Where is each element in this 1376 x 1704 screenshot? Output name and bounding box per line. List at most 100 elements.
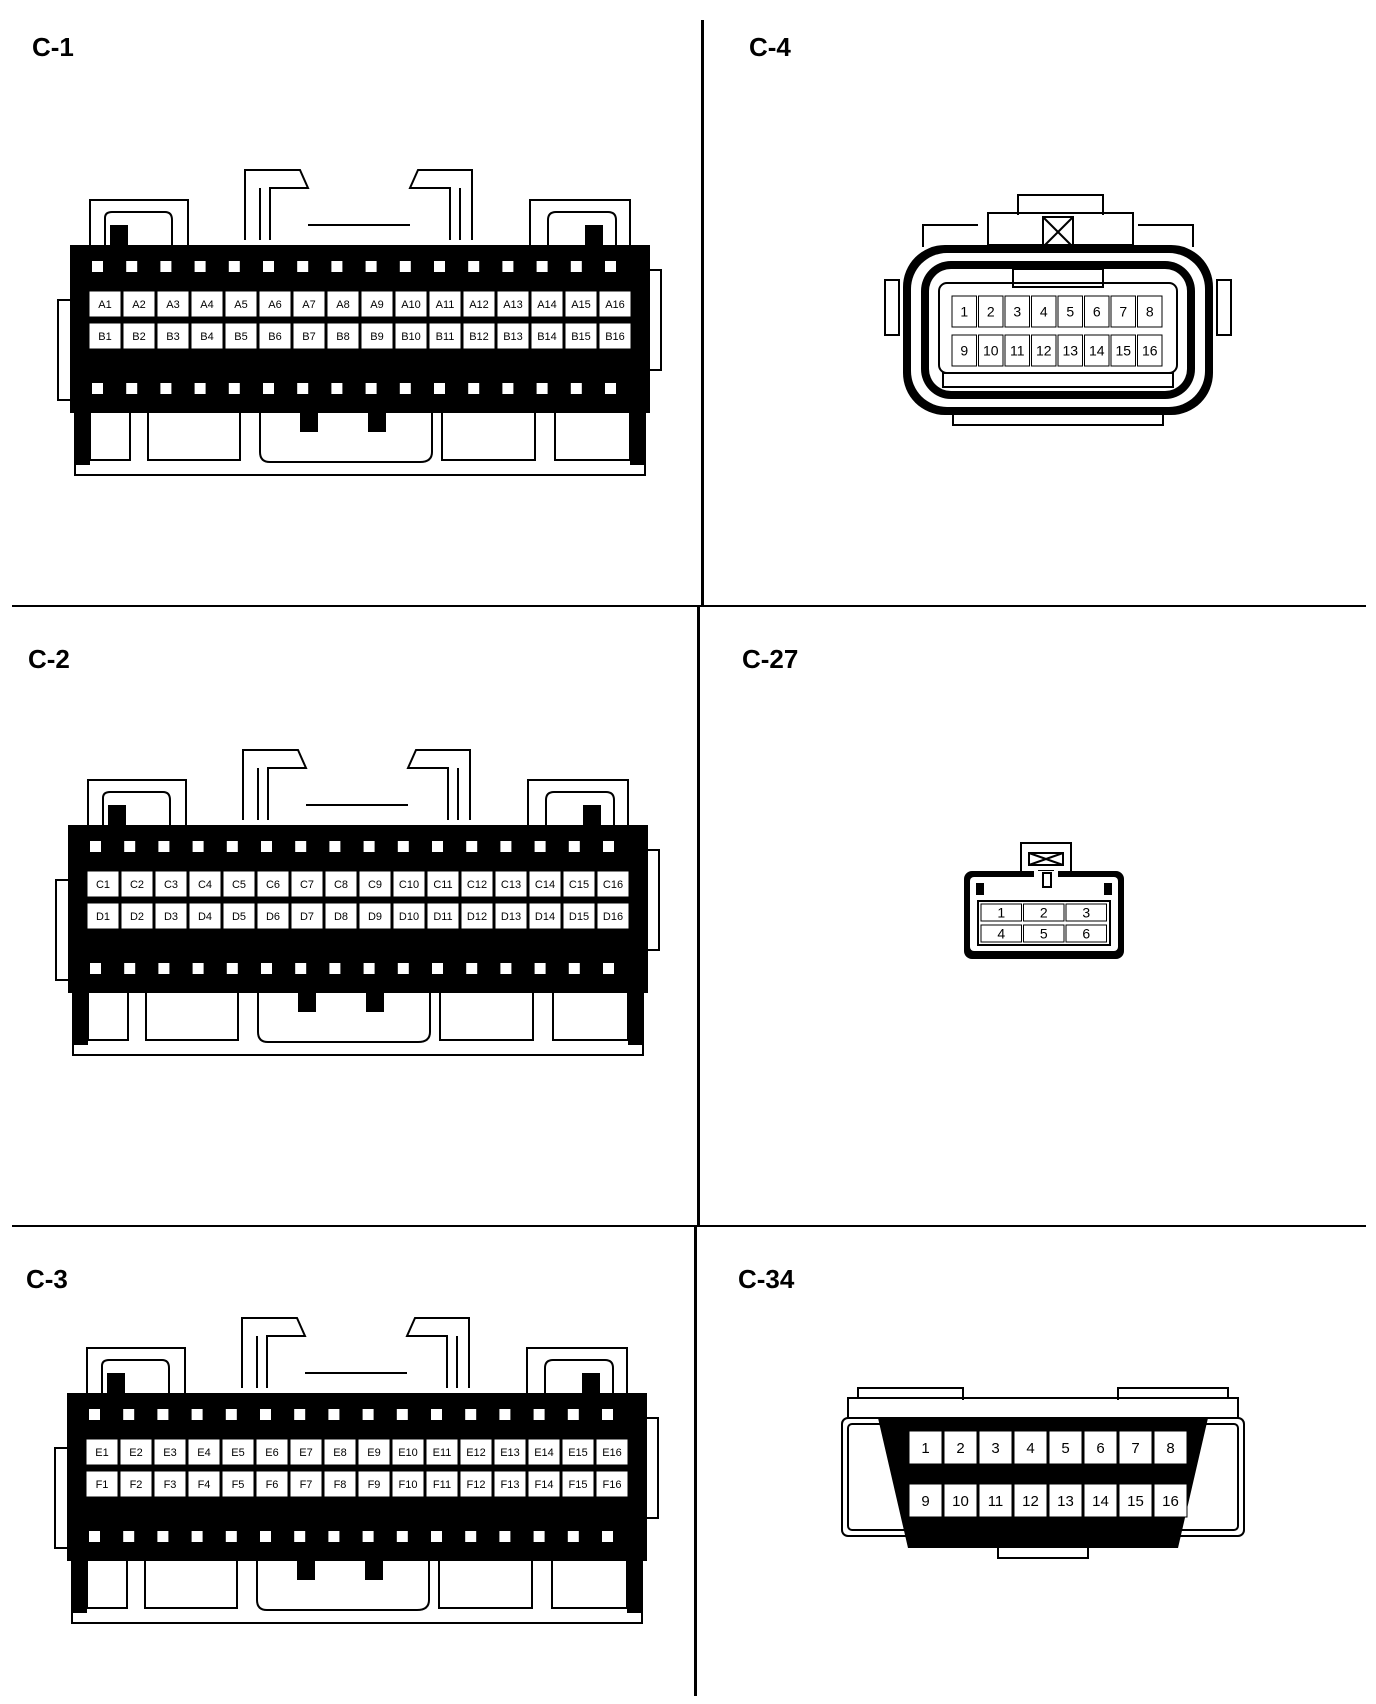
- pin-label: C9: [368, 879, 382, 891]
- connector-outline: [110, 225, 128, 247]
- pin-cell: [460, 902, 494, 930]
- horizontal-divider-bottom: [12, 1225, 1366, 1227]
- terminal-marker: [329, 963, 341, 974]
- connector-outline: [529, 199, 631, 245]
- pin-label: 2: [1040, 905, 1048, 921]
- pin-label: E11: [433, 1447, 452, 1459]
- connector-title: C-27: [742, 644, 799, 674]
- pin-label: 9: [921, 1493, 929, 1510]
- terminal-marker: [500, 841, 512, 852]
- pin-cell: [908, 1483, 943, 1518]
- connector-outline: [526, 1347, 628, 1393]
- terminal-marker: [570, 261, 582, 272]
- pin-label: D10: [399, 911, 419, 923]
- pin-cell: [289, 1438, 323, 1466]
- connector-outline: [1216, 279, 1232, 336]
- pin-cell: [1031, 334, 1057, 367]
- pin-cell: [120, 870, 154, 898]
- terminal-marker: [499, 1409, 511, 1420]
- pin-label: B9: [370, 331, 383, 343]
- connector-outline: [108, 805, 126, 827]
- pin-label: 11: [988, 1493, 1004, 1510]
- connector-outline: [54, 1447, 70, 1549]
- pin-cell: [1118, 1483, 1153, 1518]
- pin-cell: [1153, 1483, 1188, 1518]
- terminal-marker: [397, 841, 409, 852]
- pin-cell: [156, 322, 190, 350]
- pin-cell: [978, 1430, 1013, 1465]
- pin-label: B11: [436, 331, 455, 343]
- pin-cell: [85, 1470, 119, 1498]
- pin-label: D3: [164, 911, 178, 923]
- pin-label: E14: [534, 1447, 554, 1459]
- pin-label: A7: [302, 299, 315, 311]
- connector-outline: [89, 199, 189, 245]
- pin-label: C1: [96, 879, 110, 891]
- pin-label: 9: [960, 343, 968, 359]
- terminal-marker: [570, 383, 582, 394]
- pin-cell: [496, 290, 530, 318]
- pin-cell: [391, 1470, 425, 1498]
- pin-label: E10: [398, 1447, 418, 1459]
- pin-label: A10: [401, 299, 421, 311]
- pin-cell: [595, 1438, 629, 1466]
- terminal-marker: [500, 963, 512, 974]
- pin-cell: [598, 322, 632, 350]
- terminal-marker: [534, 963, 546, 974]
- pin-label: 3: [1082, 905, 1090, 921]
- pin-cell: [561, 1470, 595, 1498]
- connector-outline: [406, 749, 471, 820]
- pin-cell: [119, 1470, 153, 1498]
- terminal-marker: [533, 1531, 545, 1542]
- pin-label: 2: [956, 1440, 964, 1457]
- terminal-marker: [90, 963, 101, 974]
- pin-cell: [978, 1483, 1013, 1518]
- pin-cell: [980, 903, 1022, 922]
- connector-outline: [147, 410, 241, 461]
- pin-cell: [493, 1438, 527, 1466]
- terminal-marker: [431, 1531, 442, 1542]
- connector-outline: [554, 410, 631, 461]
- pin-label: C12: [467, 879, 487, 891]
- pin-label: F9: [368, 1479, 381, 1491]
- connector-outline: [439, 990, 534, 1041]
- pin-cell: [224, 290, 258, 318]
- terminal-marker: [534, 841, 546, 852]
- connector-title: C-1: [32, 32, 74, 62]
- pin-cell: [119, 1438, 153, 1466]
- pin-cell: [1137, 334, 1163, 367]
- pin-label: A3: [166, 299, 179, 311]
- pin-label: E1: [95, 1447, 108, 1459]
- pin-label: F6: [266, 1479, 279, 1491]
- pin-label: 8: [1146, 304, 1154, 320]
- pin-label: F14: [535, 1479, 554, 1491]
- pin-cell: [222, 902, 256, 930]
- pin-label: B13: [503, 331, 523, 343]
- connector-outline: [847, 1397, 1239, 1419]
- pin-label: B10: [401, 331, 421, 343]
- terminal-marker: [499, 1531, 511, 1542]
- pin-cell: [528, 870, 562, 898]
- pin-cell: [1065, 924, 1107, 943]
- pin-label: F5: [232, 1479, 245, 1491]
- connector-outline: [545, 791, 615, 825]
- connector-outline: [259, 410, 433, 463]
- pin-cell: [188, 902, 222, 930]
- pin-label: A5: [234, 299, 247, 311]
- terminal-marker: [432, 963, 443, 974]
- pin-cell: [391, 1438, 425, 1466]
- pin-cell: [153, 1470, 187, 1498]
- pin-label: B7: [302, 331, 315, 343]
- terminal-marker: [434, 383, 445, 394]
- terminal-marker: [294, 1409, 306, 1420]
- pin-cell: [425, 1438, 459, 1466]
- connector-outline: [73, 990, 88, 1045]
- vertical-divider-bottom: [694, 1226, 697, 1696]
- pin-label: E4: [197, 1447, 210, 1459]
- terminal-marker: [602, 1409, 613, 1420]
- pin-cell: [1084, 295, 1110, 328]
- pin-cell: [425, 1470, 459, 1498]
- pin-label: C15: [569, 879, 589, 891]
- connector-outline: [405, 1317, 470, 1388]
